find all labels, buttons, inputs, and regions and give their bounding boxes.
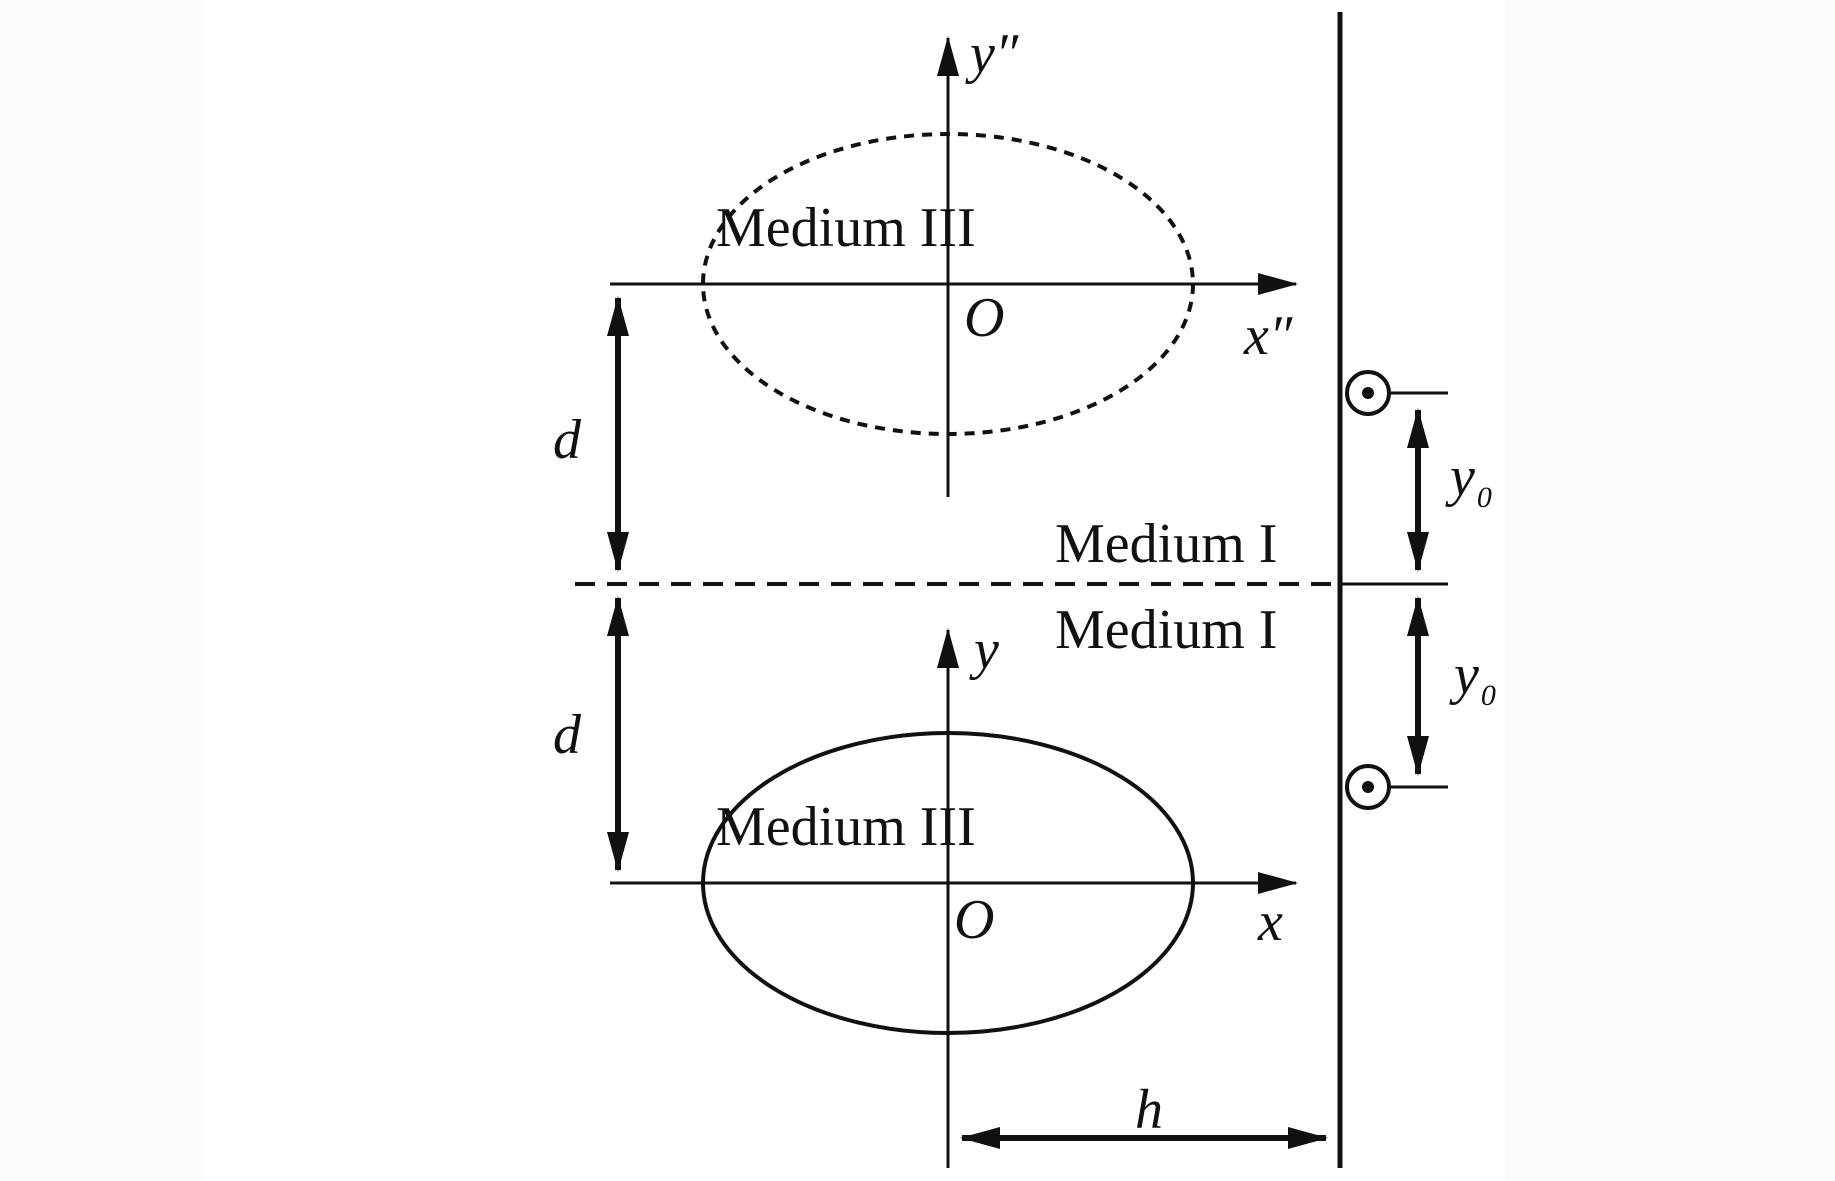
- width-label: h: [1135, 1079, 1163, 1141]
- distance-lower-label: d: [553, 704, 582, 766]
- upper-region-label: Medium III: [716, 197, 976, 259]
- upper-current-source-icon: [1345, 370, 1391, 416]
- upper-x-axis-label: x″: [1243, 305, 1293, 367]
- offset-lower-label: y0: [1449, 644, 1496, 712]
- offset-upper-subscript: 0: [1477, 481, 1492, 514]
- right-margin-band: [1505, 0, 1835, 1181]
- offset-lower-symbol: y: [1449, 644, 1479, 706]
- offset-upper-symbol: y: [1445, 446, 1475, 508]
- upper-y-axis-label: y″: [965, 23, 1019, 85]
- left-margin-band: [0, 0, 205, 1181]
- medium-above-plane-label: Medium I: [1055, 513, 1277, 575]
- lower-current-source-icon: [1345, 764, 1391, 810]
- offset-upper-label: y0: [1445, 446, 1492, 514]
- upper-origin-label: O: [964, 287, 1004, 349]
- lower-x-axis-label: x: [1257, 891, 1283, 953]
- distance-upper-label: d: [553, 409, 582, 471]
- lower-y-axis-label: y: [969, 619, 999, 681]
- medium-below-plane-label: Medium I: [1055, 599, 1277, 661]
- offset-lower-subscript: 0: [1481, 679, 1496, 712]
- lower-origin-label: O: [954, 889, 994, 951]
- lower-region-label: Medium III: [716, 796, 976, 858]
